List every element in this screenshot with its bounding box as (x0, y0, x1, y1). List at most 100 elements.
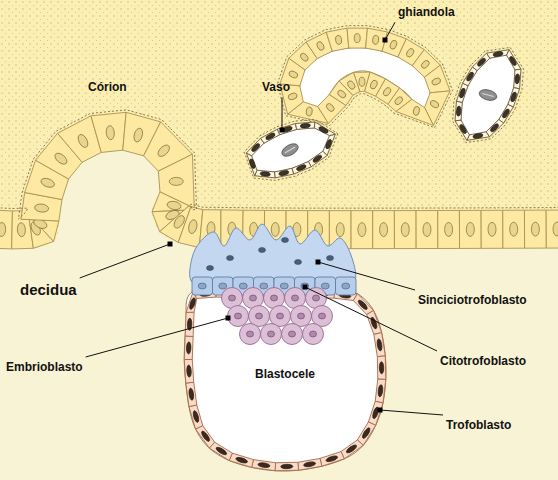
leader-end-mark (280, 128, 285, 133)
endothelial-cell (455, 120, 469, 140)
epithelial-cell (416, 210, 438, 248)
cell-nucleus (473, 133, 484, 139)
endothelial-cell (314, 122, 335, 136)
cell-nucleus (325, 139, 333, 150)
cell-nucleus (305, 107, 312, 117)
syncytial-nucleus (259, 248, 266, 253)
endothelial-cell (308, 151, 327, 167)
embryoblast-cell (282, 324, 303, 345)
cell-nucleus (553, 222, 558, 236)
cell-nucleus (192, 410, 200, 423)
cell-nucleus (393, 95, 404, 106)
part-label: ghiandola (398, 5, 455, 19)
trophoblast-cell (368, 401, 383, 425)
trophoblast-cell (252, 460, 276, 471)
cell-nucleus (459, 88, 466, 99)
cell-nucleus (288, 70, 299, 79)
cell-nucleus (298, 313, 305, 319)
trophoblast-cell (357, 422, 375, 445)
endothelial-cell (261, 129, 280, 143)
cavity-shape (205, 355, 365, 455)
cell-nucleus (17, 222, 26, 236)
cell-nucleus (312, 154, 323, 163)
cell-nucleus (277, 313, 284, 319)
part-label: Trofoblasto (446, 418, 511, 432)
basement-membrane (277, 26, 452, 128)
cell-nucleus (405, 47, 415, 58)
cell-nucleus (300, 123, 310, 128)
epithelial-cell (0, 210, 12, 249)
cell-nucleus (382, 86, 392, 97)
cell-nucleus (0, 222, 6, 236)
endothelial-cell (472, 53, 489, 70)
red-blood-cell (280, 141, 301, 159)
endothelial-cell (514, 69, 521, 89)
syncytial-nucleus (327, 256, 334, 261)
syncytiotrophoblast-mass (190, 224, 356, 284)
cavity-region: Blastocele (205, 355, 365, 455)
cell-nucleus (278, 170, 289, 176)
cell-nucleus (358, 223, 366, 237)
cell-nucleus (431, 77, 442, 86)
cell-nucleus (380, 223, 388, 237)
endothelial-cell (467, 132, 490, 141)
endothelial-cell (255, 170, 275, 178)
endothelial-cell (499, 104, 514, 123)
cell-nucleus (189, 297, 197, 310)
leader-end-mark (226, 316, 231, 321)
cell-nucleus (501, 108, 510, 119)
cell-nucleus (376, 339, 382, 352)
vessel-lumen (250, 128, 330, 172)
leader-line (385, 22, 395, 40)
cell-nucleus (215, 446, 228, 456)
cell-nucleus (106, 125, 115, 140)
cell-nucleus (456, 106, 461, 116)
part-label: Sinciciotrofoblasto (418, 293, 527, 307)
cell-nucleus (321, 283, 329, 289)
cell-nucleus (336, 223, 344, 237)
endothelial-cell (456, 83, 468, 102)
endothelial-cell (295, 122, 314, 129)
cell-nucleus (354, 34, 360, 43)
epithelial-cell (524, 210, 546, 248)
cell-nucleus (325, 102, 336, 113)
cell-nucleus (133, 127, 145, 143)
epithelial-cell (438, 210, 460, 248)
cell-nucleus (256, 313, 263, 319)
trophoblast-cell (185, 312, 194, 336)
trophoblast-cell (367, 311, 382, 335)
cell-nucleus (250, 295, 257, 301)
part-label: Citotrofoblasto (440, 354, 526, 368)
cell-nucleus (200, 430, 211, 442)
basement-membrane (453, 47, 524, 142)
embryoblast-cell (261, 324, 282, 345)
trophoblast-cell (184, 359, 193, 383)
embryoblast-cell (240, 324, 261, 345)
endothelial-cell (486, 119, 503, 136)
cell-nucleus (313, 295, 320, 301)
gland-cell (326, 28, 349, 51)
cell-nucleus (186, 342, 191, 354)
epithelial-cell (459, 210, 481, 248)
leader-line (282, 97, 283, 130)
cell-nucleus (303, 461, 316, 467)
leader-end-mark (383, 38, 388, 43)
leader-line (80, 244, 170, 278)
cell-nucleus (379, 362, 384, 374)
red-blood-cell-stripe (285, 147, 295, 153)
cell-nucleus (229, 295, 236, 301)
cell-nucleus (219, 283, 227, 289)
cell-nucleus (319, 313, 326, 319)
cell-nucleus (445, 222, 453, 236)
trophoblast-cell (320, 452, 344, 467)
endothelial-cell (277, 124, 296, 135)
cell-nucleus (429, 99, 440, 109)
cell-nucleus (281, 464, 293, 469)
trophoblast-cell (184, 336, 193, 360)
cavity-label: Blastocele (205, 367, 365, 381)
endothelial-cell (292, 161, 311, 174)
cell-nucleus (156, 143, 172, 159)
gland-cell (347, 28, 367, 48)
uterine-lumen (0, 150, 558, 480)
endothelial-cell (507, 50, 521, 70)
